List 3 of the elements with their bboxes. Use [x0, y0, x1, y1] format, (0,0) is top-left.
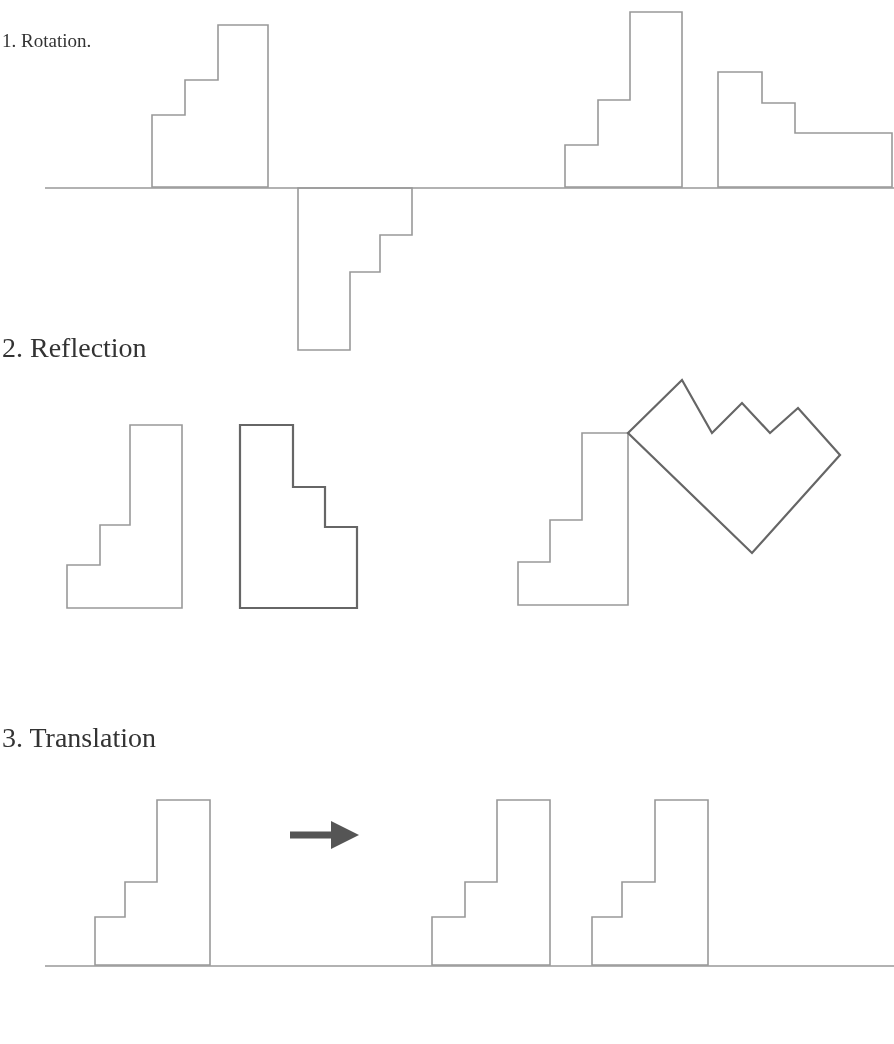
section-heading: 3. Translation	[2, 722, 157, 754]
section-heading: 2. Reflection	[2, 332, 147, 364]
section-heading: 1. Rotation.	[2, 30, 92, 52]
